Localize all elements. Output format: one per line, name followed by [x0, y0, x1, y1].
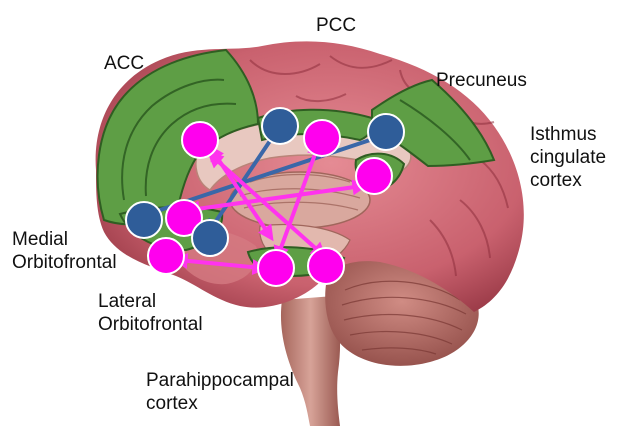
pink-node-parahippo-right	[308, 248, 344, 284]
pink-node-acc	[182, 122, 218, 158]
blue-node-medial-ofc-left	[126, 202, 162, 238]
label-parahippocampal-cortex: Parahippocampal cortex	[146, 369, 294, 415]
blue-node-medial-ofc-right	[192, 220, 228, 256]
label-acc: ACC	[104, 52, 144, 75]
label-lateral-orbitofrontal: Lateral Orbitofrontal	[98, 290, 203, 336]
pink-node-pcc	[304, 120, 340, 156]
pink-node-parahippo-left	[258, 250, 294, 286]
label-isthmus-cingulate-cortex: Isthmus cingulate cortex	[530, 123, 606, 192]
label-pcc: PCC	[316, 14, 356, 37]
label-precuneus: Precuneus	[436, 69, 527, 92]
pink-node-lateral-ofc	[148, 238, 184, 274]
blue-node-precuneus	[368, 114, 404, 150]
pink-node-isthmus	[356, 158, 392, 194]
label-medial-orbitofrontal: Medial Orbitofrontal	[12, 228, 117, 274]
blue-node-pcc	[262, 108, 298, 144]
